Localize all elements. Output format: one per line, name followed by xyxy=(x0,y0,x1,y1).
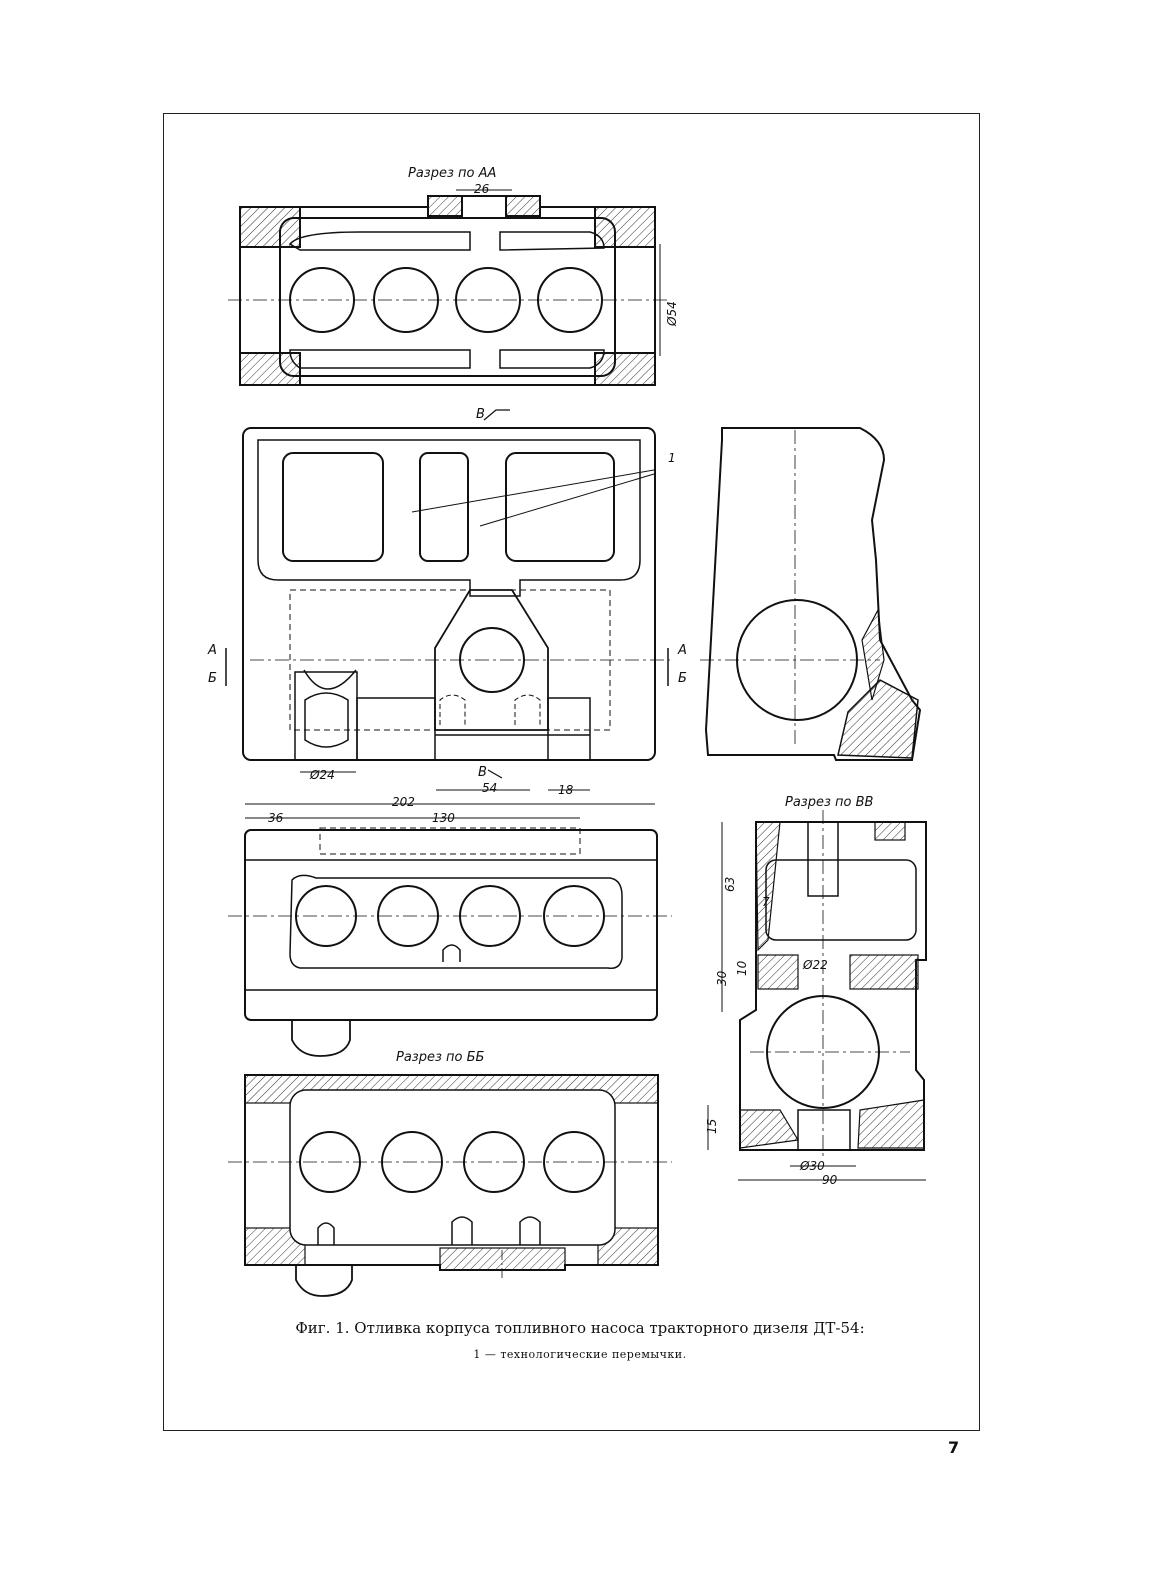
dim-dia-22: Ø22 xyxy=(802,958,828,972)
dim-18: 18 xyxy=(558,783,574,797)
cut-a-left-label: А xyxy=(207,643,217,658)
section-vv-view: Разрез по ВВ 63 7 30 10 Ø22 15 Ø30 90 xyxy=(705,795,927,1187)
dim-36: 36 xyxy=(268,811,284,825)
cut-v-bottom-label: В xyxy=(478,765,487,780)
cut-a-right-label: А xyxy=(677,643,687,658)
dim-54: 54 xyxy=(482,781,497,795)
callout-1: 1 xyxy=(668,451,676,465)
figure-legend-note: 1 — технологические перемычки. xyxy=(473,1348,687,1361)
dim-90: 90 xyxy=(822,1173,838,1187)
dim-dia-24: Ø24 xyxy=(309,768,335,782)
drawing-frame xyxy=(163,113,980,1431)
plan-view: В 1 А Б А Б В Ø24 54 xyxy=(207,407,687,809)
cut-v-top-label: В xyxy=(476,407,485,422)
figure-caption: Фиг. 1. Отливка корпуса топливного насос… xyxy=(295,1319,865,1337)
dim-30: 30 xyxy=(715,970,729,986)
dim-63: 63 xyxy=(723,877,737,892)
cut-b-right-label: Б xyxy=(678,671,687,686)
bottom-view: 36 130 xyxy=(228,811,672,1057)
section-bb-view: Разрез по ББ xyxy=(228,1050,672,1297)
dim-dia-54: Ø54 xyxy=(665,301,679,327)
dim-26: 26 xyxy=(474,182,490,196)
section-aa-label: Разрез по АА xyxy=(408,166,496,181)
side-view xyxy=(700,427,922,761)
dim-7: 7 xyxy=(762,895,770,909)
page-number: 7 xyxy=(948,1438,960,1457)
dim-15: 15 xyxy=(705,1119,719,1134)
dim-202: 202 xyxy=(392,795,415,809)
dim-dia-30: Ø30 xyxy=(799,1159,825,1173)
dim-10: 10 xyxy=(735,960,749,976)
cut-b-left-label: Б xyxy=(208,671,217,686)
dim-130: 130 xyxy=(432,811,455,825)
section-bb-label: Разрез по ББ xyxy=(396,1050,485,1065)
section-vv-label: Разрез по ВВ xyxy=(785,795,874,810)
section-aa-view: Разрез по АА 26 Ø54 xyxy=(228,166,679,386)
